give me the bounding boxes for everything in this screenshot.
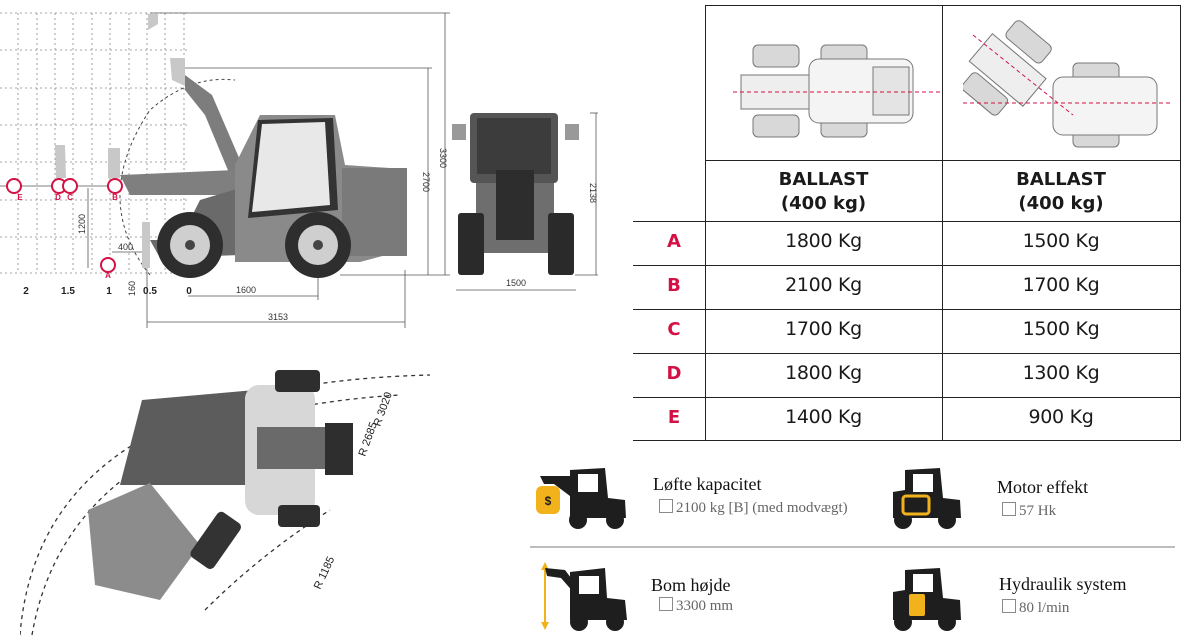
fork-positions (55, 14, 185, 268)
turning-radius-diagram: R 3020 R 2685 R 1185 (20, 370, 431, 636)
spec-hydraulic-title: Hydraulik system (999, 574, 1127, 594)
cell-d-right: 1300 Kg (1022, 362, 1100, 384)
checkbox-icon (1002, 599, 1016, 613)
load-diagram: 3300 2700 1200 400 160 1600 3153 2 1.5 1… (0, 12, 598, 328)
dim-pin-height: 1200 (77, 214, 87, 234)
cell-a-right: 1500 Kg (1022, 230, 1100, 252)
cell-a-left: 1800 Kg (785, 230, 862, 252)
loader-side-view (120, 75, 407, 278)
dim-width: 1500 (506, 278, 526, 288)
height-dimensions (87, 12, 450, 328)
scale-label: 1.5 (61, 286, 75, 297)
radius-label-inner: R 1185 (312, 555, 338, 591)
cell-e-left: 1400 Kg (785, 406, 862, 428)
scale-label: 1 (106, 286, 112, 297)
dim-wheelbase: 1600 (236, 285, 256, 295)
point-label: A (105, 271, 111, 280)
loader-top-view (88, 370, 353, 600)
dim-reach: 400 (118, 242, 133, 252)
cell-c-right: 1500 Kg (1022, 318, 1100, 340)
lift-capacity-icon: $ (536, 468, 626, 529)
point-label: C (67, 193, 73, 202)
dim-length: 3153 (268, 312, 288, 322)
spec-boom-title: Bom højde (651, 575, 731, 595)
cell-d-left: 1800 Kg (785, 362, 862, 384)
point-label: E (17, 193, 23, 202)
dim-height-front: 2138 (588, 183, 598, 203)
cell-c-left: 1700 Kg (785, 318, 862, 340)
checkbox-icon (659, 597, 673, 611)
boom-arc (119, 78, 236, 276)
load-markers: E D C B A (0, 178, 123, 280)
scale-label: 2 (23, 286, 29, 297)
row-label-c: C (667, 319, 681, 340)
cell-b-right: 1700 Kg (1022, 274, 1100, 296)
spec-boom-value: 3300 mm (659, 597, 733, 615)
scale-label: 0.5 (143, 286, 157, 297)
ballast-table: BALLAST (400 kg) BALLAST (400 kg) A 1800… (633, 5, 1181, 441)
point-label: D (55, 193, 61, 202)
loader-front-view (452, 112, 598, 291)
top-view-articulated (963, 20, 1173, 148)
radius-arc-inner (204, 509, 331, 611)
hydraulic-system-icon (893, 568, 961, 631)
engine-power-icon (893, 468, 961, 529)
point-label: B (112, 193, 118, 202)
radius-label-outer: R 3020 (372, 391, 395, 428)
dim-height-total: 3300 (438, 148, 448, 168)
spec-engine-title: Motor effekt (997, 477, 1089, 497)
scale-label: 0 (186, 286, 192, 297)
dim-below-ground: 160 (127, 281, 137, 296)
checkbox-icon (659, 499, 673, 513)
checkbox-icon (1002, 502, 1016, 516)
row-label-e: E (667, 407, 681, 428)
spec-hydraulic-value: 80 l/min (1002, 599, 1069, 617)
radius-arc-outer (20, 374, 431, 636)
row-label-d: D (666, 363, 682, 384)
spec-lift-title: Løfte kapacitet (653, 474, 762, 494)
spec-lift-value: 2100 kg [B] (med modvægt) (659, 499, 848, 517)
header-ballast-left: BALLAST (400 kg) (778, 169, 869, 214)
cell-e-right: 900 Kg (1028, 406, 1094, 428)
row-label-a: A (667, 231, 681, 252)
spec-divider (530, 546, 1175, 548)
spec-engine-value: 57 Hk (1002, 502, 1056, 520)
dim-height-cab: 2700 (421, 172, 431, 192)
header-ballast-right: BALLAST (400 kg) (1016, 169, 1106, 214)
top-view-straight (733, 44, 943, 138)
boom-height-icon (541, 562, 627, 631)
svg-text:$: $ (545, 494, 552, 508)
radius-label-middle: R 2685 (357, 421, 380, 458)
cell-b-left: 2100 Kg (785, 274, 862, 296)
row-label-b: B (667, 275, 681, 296)
